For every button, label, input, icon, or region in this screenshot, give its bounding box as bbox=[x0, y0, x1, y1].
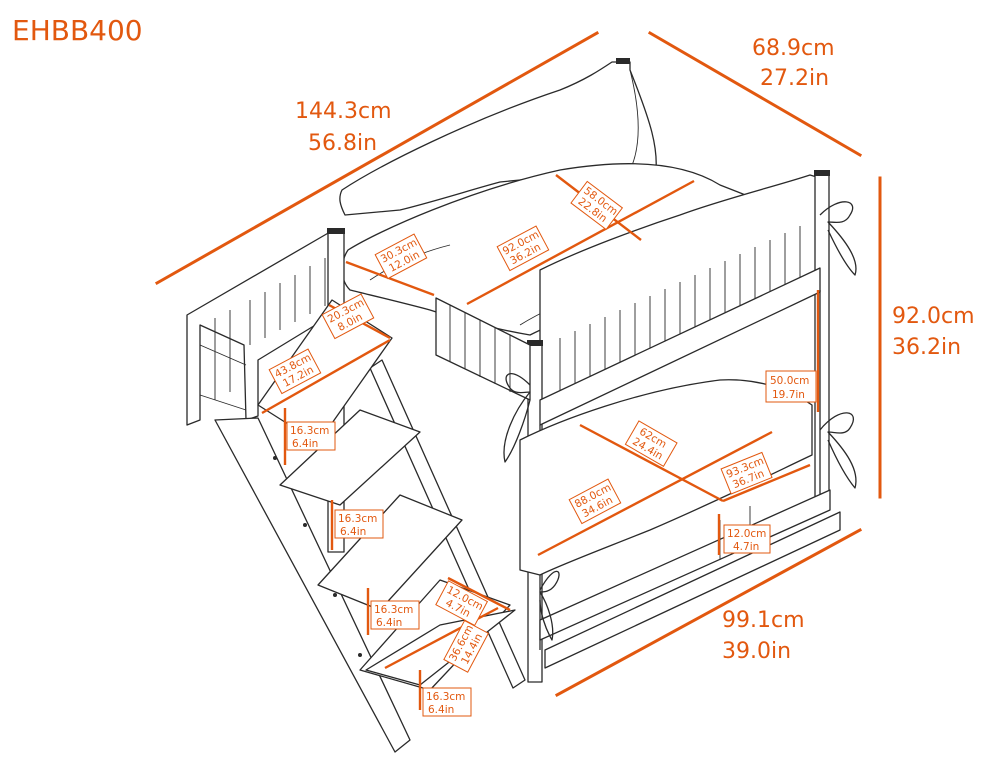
height-label: 92.0cm 36.2in bbox=[892, 304, 975, 360]
top-footboard-slats bbox=[559, 226, 801, 395]
svg-text:16.3cm: 16.3cm bbox=[338, 513, 377, 525]
step-rise-3-label: 16.3cm 6.4in bbox=[370, 600, 420, 630]
svg-text:6.4in: 6.4in bbox=[376, 617, 402, 629]
width-dimension-line bbox=[647, 30, 863, 158]
bottom-mattress-length-line bbox=[537, 430, 773, 557]
svg-text:6.4in: 6.4in bbox=[428, 704, 454, 716]
svg-text:39.0in: 39.0in bbox=[722, 639, 791, 664]
platform-width-label: 43.8cm 17.2in bbox=[268, 348, 322, 395]
svg-text:92.0cm: 92.0cm bbox=[892, 304, 975, 329]
step-rise-1-label: 16.3cm 6.4in bbox=[286, 421, 336, 451]
svg-text:16.3cm: 16.3cm bbox=[426, 691, 465, 703]
svg-text:16.3cm: 16.3cm bbox=[290, 425, 329, 437]
top-footboard bbox=[534, 174, 821, 411]
svg-text:27.2in: 27.2in bbox=[760, 66, 829, 91]
width-label: 68.9cm 27.2in bbox=[752, 36, 835, 91]
bottom-length-dimension-line bbox=[554, 527, 863, 698]
step-rise-4-label: 16.3cm 6.4in bbox=[422, 687, 472, 717]
svg-text:6.4in: 6.4in bbox=[292, 438, 318, 450]
svg-text:19.7in: 19.7in bbox=[772, 389, 805, 401]
top-gap-line bbox=[345, 260, 435, 297]
bottom-diagonal-line bbox=[722, 463, 811, 503]
step-depth-line bbox=[447, 576, 511, 612]
bottom-width-line bbox=[579, 423, 724, 503]
svg-text:12.0cm: 12.0cm bbox=[727, 528, 766, 540]
svg-text:99.1cm: 99.1cm bbox=[722, 608, 805, 633]
base-height-label: 12.0cm 4.7in bbox=[723, 524, 771, 554]
bottom-length-label: 99.1cm 39.0in bbox=[722, 608, 805, 664]
svg-text:36.2in: 36.2in bbox=[892, 335, 961, 360]
svg-text:50.0cm: 50.0cm bbox=[770, 375, 809, 387]
svg-text:6.4in: 6.4in bbox=[340, 526, 366, 538]
length-dimension-line bbox=[154, 30, 600, 286]
svg-text:68.9cm: 68.9cm bbox=[752, 36, 835, 61]
svg-text:4.7in: 4.7in bbox=[733, 541, 759, 553]
bed-line-drawing bbox=[186, 58, 857, 753]
bunk-clearance-label: 50.0cm 19.7in bbox=[765, 370, 817, 403]
model-title: EHBB400 bbox=[12, 14, 143, 47]
svg-text:144.3cm: 144.3cm bbox=[295, 99, 392, 124]
tie-bows bbox=[503, 201, 857, 641]
svg-text:16.3cm: 16.3cm bbox=[374, 604, 413, 616]
platform-width-line bbox=[261, 338, 391, 415]
dimension-lines bbox=[154, 30, 882, 710]
top-mattress-width-label: 58.0cm 22.8in bbox=[570, 180, 624, 231]
svg-text:56.8in: 56.8in bbox=[308, 131, 377, 156]
step-rise-2-label: 16.3cm 6.4in bbox=[334, 509, 384, 539]
top-mattress-length-line bbox=[466, 179, 695, 306]
length-label: 144.3cm 56.8in bbox=[295, 99, 392, 156]
